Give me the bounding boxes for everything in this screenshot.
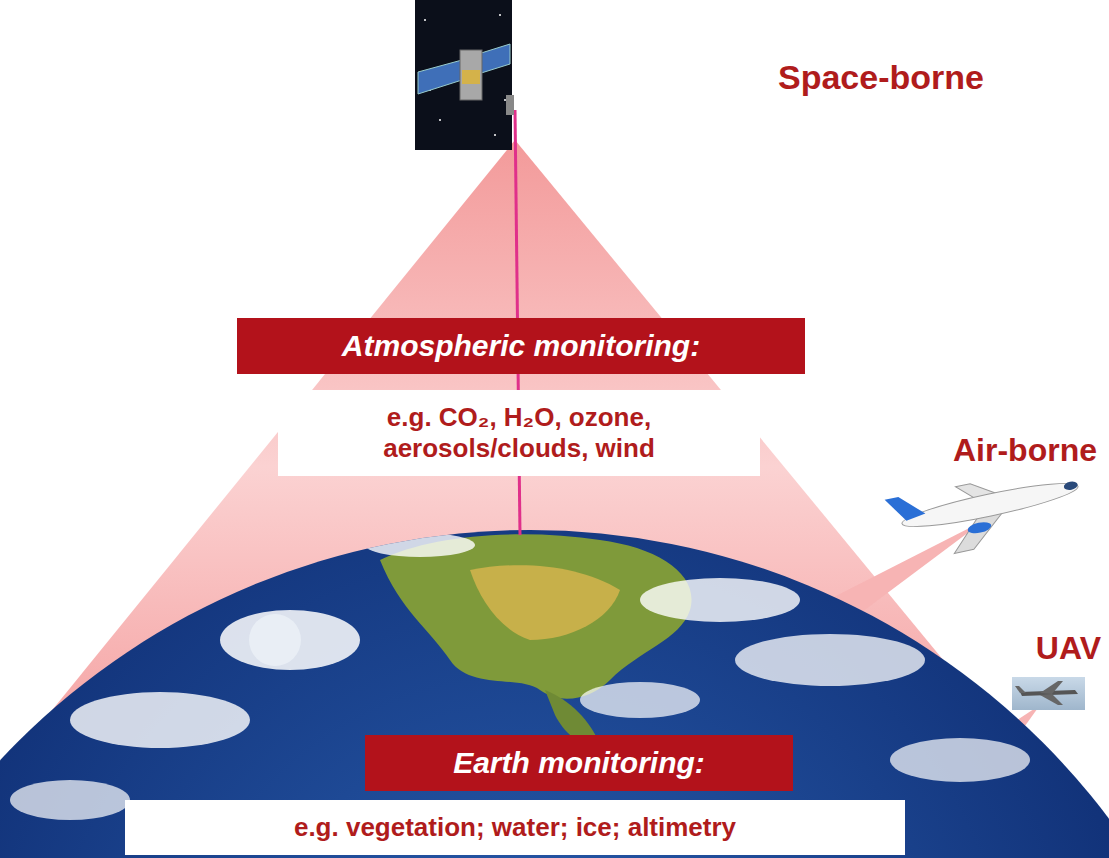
airborne-beam [828, 520, 985, 612]
example-text: e.g. CO₂, H₂O, ozone, aerosols/clouds, w… [292, 402, 746, 464]
satellite-picture [415, 0, 514, 150]
section-header: Earth monitoring: [365, 735, 793, 791]
airplane-picture [885, 460, 1087, 565]
header-text: Atmospheric monitoring: [249, 328, 793, 364]
platform-label: Space-borne [778, 58, 984, 97]
header-text: Earth monitoring: [377, 745, 781, 781]
example-text: e.g. vegetation; water; ice; altimetry [139, 812, 891, 843]
example-box: e.g. CO₂, H₂O, ozone, aerosols/clouds, w… [278, 390, 760, 476]
platform-label: Air-borne [953, 432, 1097, 469]
section-header: Atmospheric monitoring: [237, 318, 805, 374]
uav-picture [1012, 677, 1085, 710]
earth-globe [0, 530, 1109, 858]
platform-label: UAV [1036, 630, 1101, 667]
example-box: e.g. vegetation; water; ice; altimetry [125, 800, 905, 855]
